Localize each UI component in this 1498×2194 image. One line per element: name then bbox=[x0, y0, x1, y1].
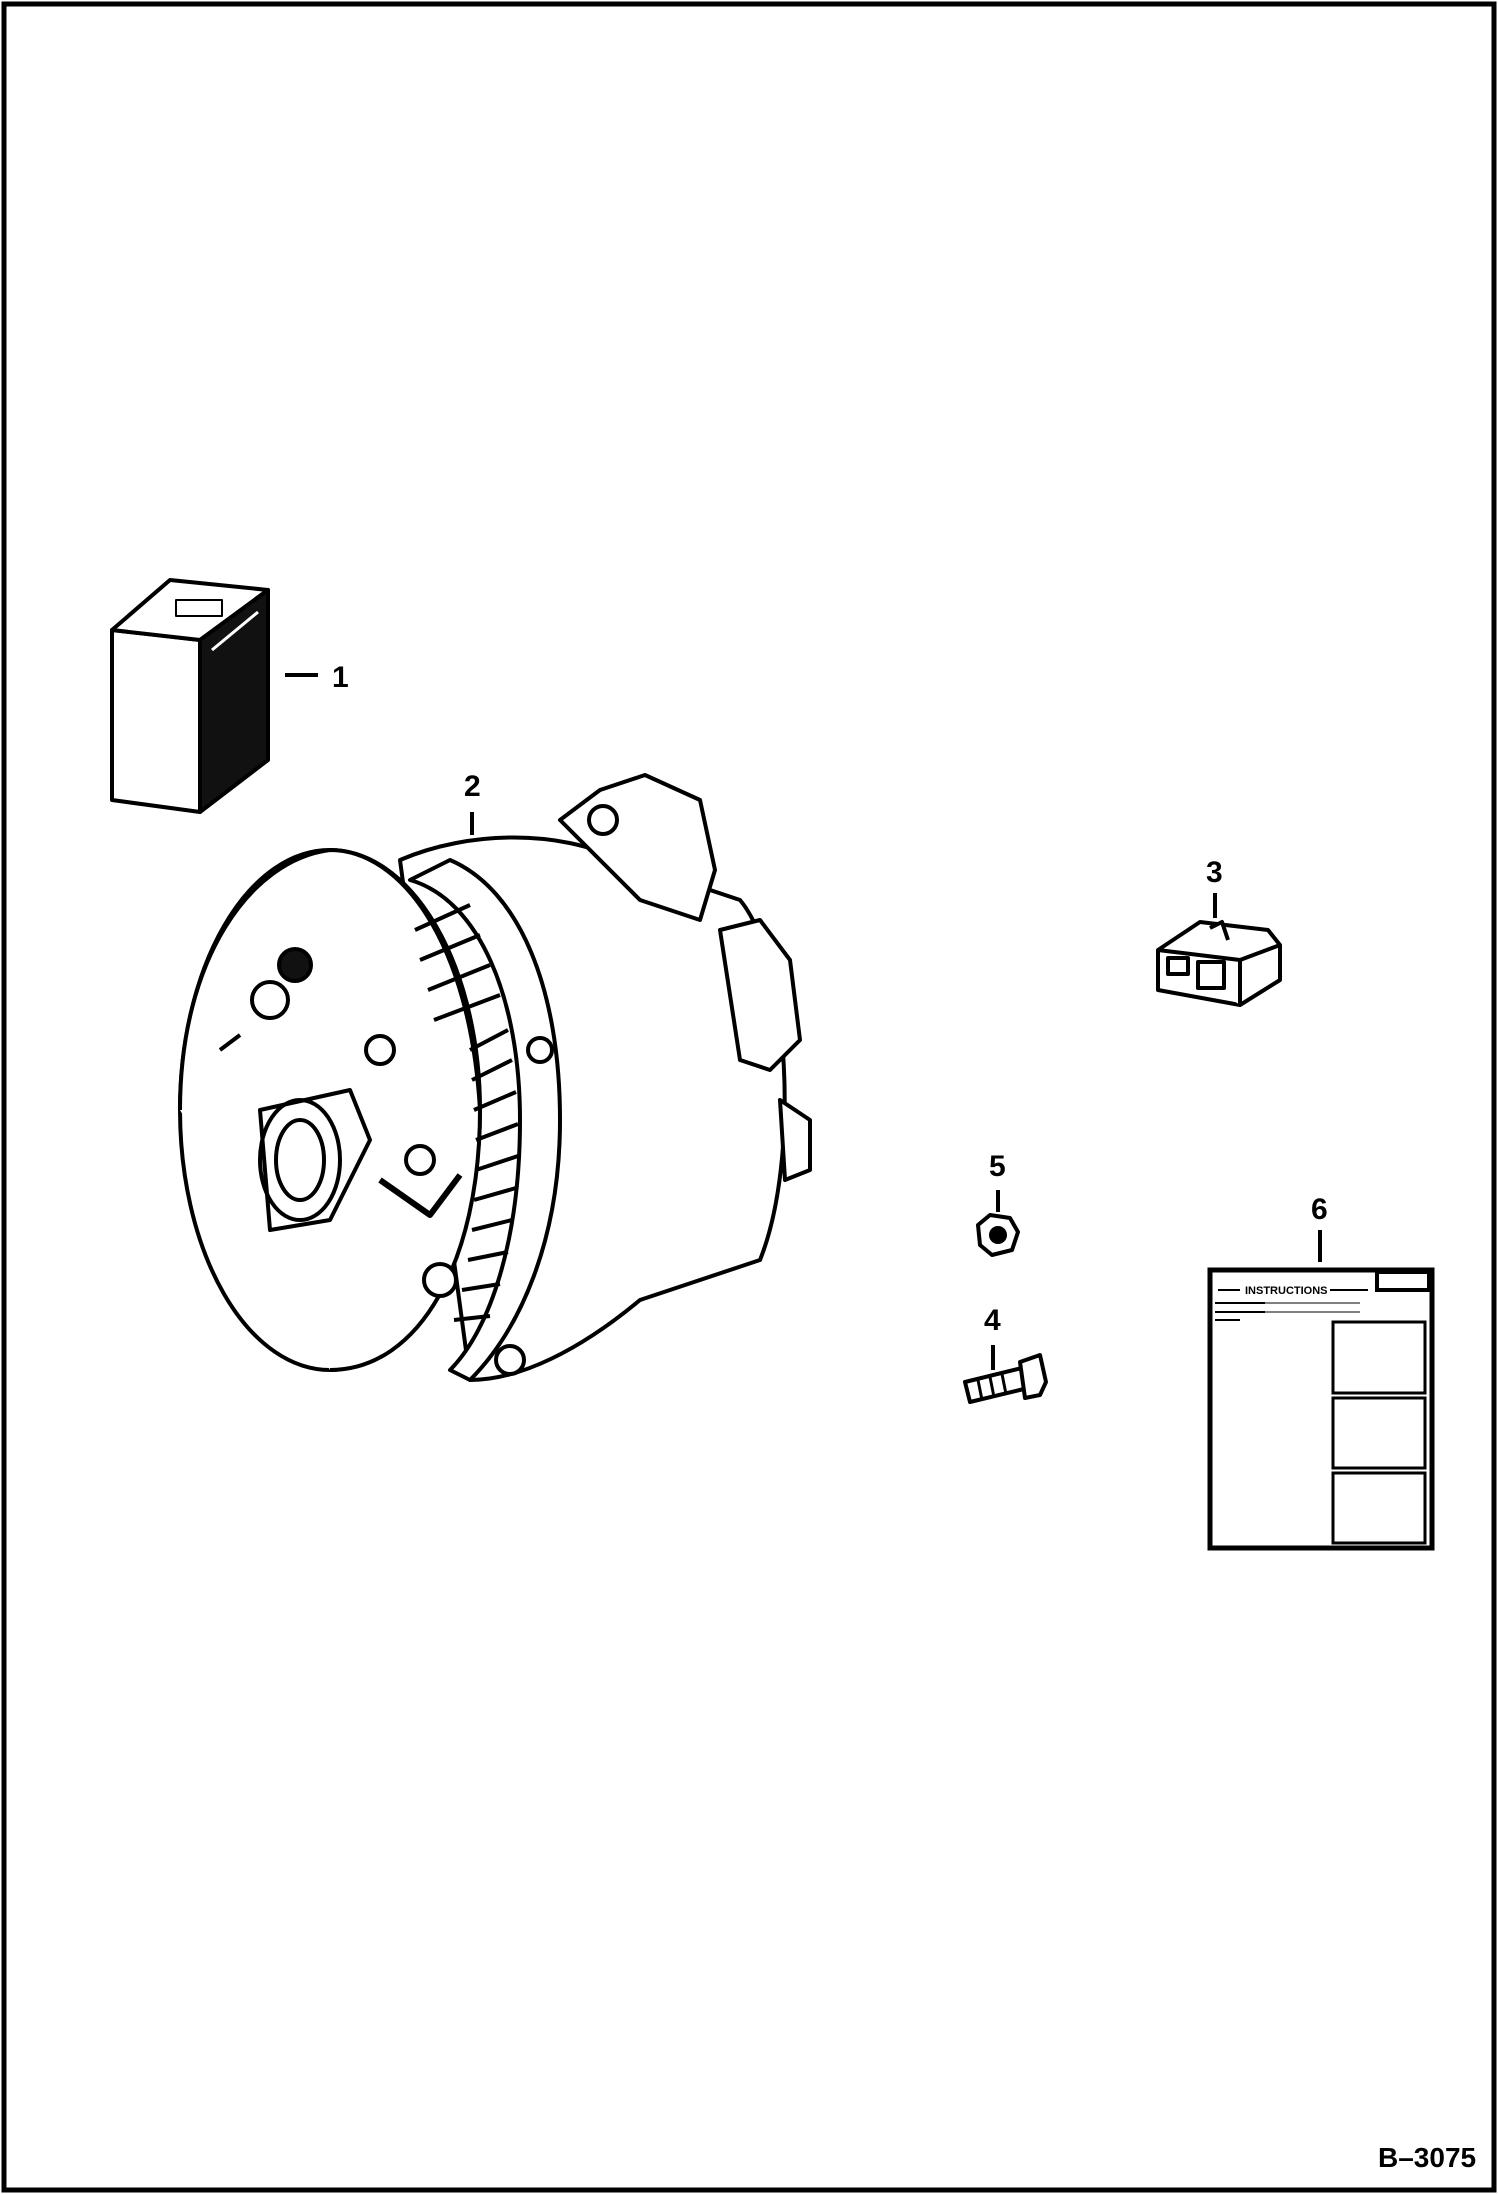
callout-2: 2 bbox=[464, 770, 481, 803]
callout-5: 5 bbox=[989, 1150, 1006, 1183]
figure-reference-code: B–3075 bbox=[1378, 2142, 1477, 2173]
item-3-connector bbox=[1156, 920, 1282, 1007]
callout-4: 4 bbox=[984, 1304, 1001, 1337]
decal-heading: INSTRUCTIONS bbox=[1245, 1285, 1328, 1297]
callout-3: 3 bbox=[1206, 856, 1223, 889]
alternator-fins bbox=[414, 903, 519, 1322]
callout-6: 6 bbox=[1311, 1193, 1328, 1226]
callout-1: 1 bbox=[332, 661, 349, 694]
item-1-package bbox=[110, 578, 270, 814]
item-4-bolt bbox=[963, 1353, 1048, 1404]
item-6-decal bbox=[1207, 1267, 1435, 1551]
item-5-nut bbox=[976, 1213, 1020, 1257]
item-2-alternator bbox=[178, 773, 812, 1382]
